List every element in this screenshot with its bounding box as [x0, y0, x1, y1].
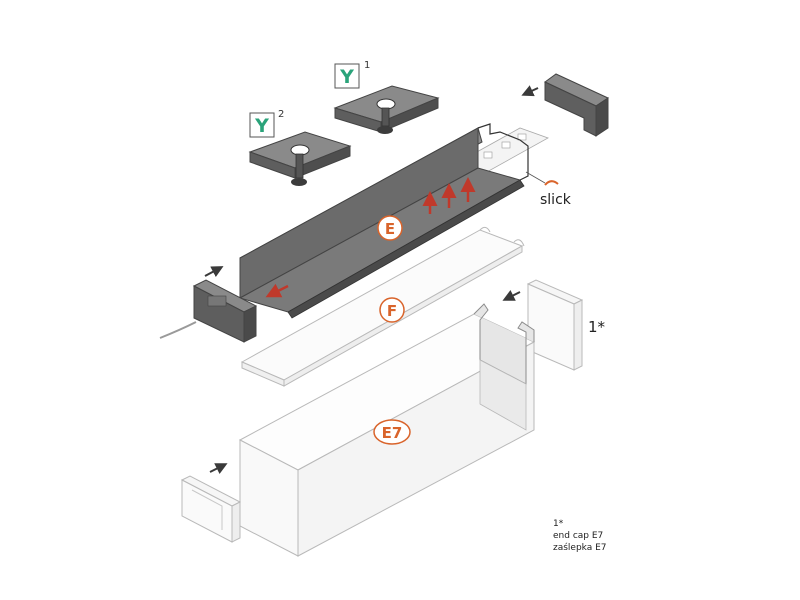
arrow-strip-slide [265, 283, 289, 298]
end-cap-e7 [526, 279, 584, 371]
footnote-ref: 1* [553, 519, 564, 529]
label-f-text: F [387, 302, 397, 320]
label-f: F [379, 297, 405, 323]
slick-callout: slick [525, 171, 572, 208]
label-e7: E7 [373, 419, 411, 445]
badge-y1-letter: Y [339, 66, 354, 88]
label-e7-text: E7 [382, 424, 403, 442]
end-cap-left [192, 279, 258, 343]
arrow-end-cap-top [521, 85, 539, 97]
footnote-line-1: end cap E7 [553, 531, 603, 541]
arrow-end-cap-e7 [502, 290, 521, 301]
led-insert-arrows [422, 177, 476, 214]
one-star-callout: 1* [588, 318, 606, 336]
end-cap-top-right [544, 73, 610, 137]
mounting-clip-y2 [248, 131, 352, 186]
footnote-line-2: zaślepka E7 [553, 542, 607, 553]
badge-y1: Y 1 [334, 60, 370, 89]
mounting-clip-y1 [333, 85, 440, 134]
badge-y2: Y 2 [249, 109, 284, 138]
badge-y2-letter: Y [254, 115, 269, 137]
badge-y1-sup: 1 [364, 60, 370, 71]
end-cap-bottom-left [180, 475, 242, 543]
cover-profile-e7 [238, 303, 536, 557]
badge-y2-sup: 2 [278, 109, 284, 120]
label-e-text: E [385, 220, 395, 238]
power-cable [159, 321, 197, 339]
arrow-end-cap-left [204, 266, 224, 278]
footnote: 1* end cap E7 zaślepka E7 [553, 519, 607, 553]
slick-label: slick [540, 192, 572, 208]
label-e: E [377, 215, 403, 241]
arrow-end-cap-bottom [209, 463, 228, 474]
